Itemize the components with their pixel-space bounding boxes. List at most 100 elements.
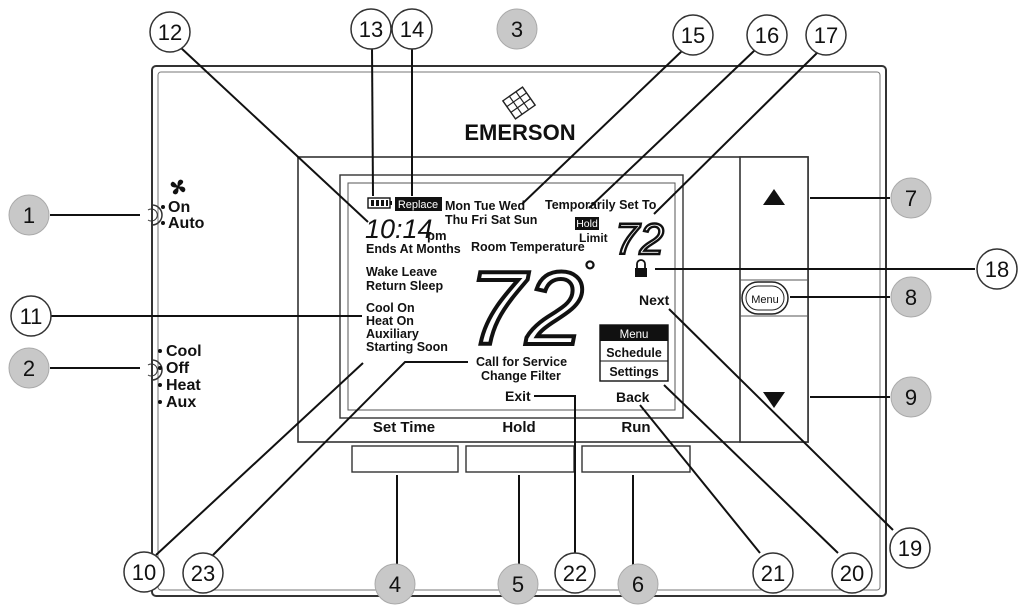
temporarily-set-to-label: Temporarily Set To xyxy=(545,198,657,212)
soft-button-row: Set Time Hold Run xyxy=(351,419,691,473)
battery-icon xyxy=(367,197,392,209)
callout-12: 12 xyxy=(149,11,191,53)
exit-label: Exit xyxy=(505,388,531,404)
svg-text:19: 19 xyxy=(898,536,922,561)
soft-button-label-run: Run xyxy=(621,419,650,436)
next-label: Next xyxy=(639,292,670,308)
svg-text:16: 16 xyxy=(755,23,779,48)
fan-switch[interactable]: On Auto xyxy=(147,179,205,232)
svg-text:17: 17 xyxy=(814,23,838,48)
svg-text:22: 22 xyxy=(563,561,587,586)
callout-18: 18 xyxy=(976,248,1018,290)
callout-21: 21 xyxy=(752,552,794,594)
svg-text:13: 13 xyxy=(359,17,383,42)
hold-button[interactable] xyxy=(465,445,575,473)
callout-16: 16 xyxy=(746,14,788,56)
clock-time: 10:14 xyxy=(365,214,433,244)
mode-option-off: Off xyxy=(166,360,190,377)
callout-4: 4 xyxy=(374,563,416,605)
menu-item-schedule: Schedule xyxy=(606,346,662,360)
status-auxiliary: Auxiliary xyxy=(366,327,419,341)
set-temperature-value: 72 xyxy=(615,215,664,264)
svg-text:18: 18 xyxy=(985,257,1009,282)
svg-text:5: 5 xyxy=(512,572,524,597)
brand-name: EMERSON xyxy=(464,120,575,145)
back-label: Back xyxy=(616,389,650,405)
svg-text:21: 21 xyxy=(761,561,785,586)
fan-option-on: On xyxy=(168,199,190,216)
up-arrow-button[interactable] xyxy=(763,189,785,205)
clock-am-pm: pm xyxy=(427,228,447,243)
down-arrow-button[interactable] xyxy=(763,392,785,408)
svg-text:8: 8 xyxy=(905,285,917,310)
soft-button-label-hold: Hold xyxy=(502,419,535,436)
change-filter-label: Change Filter xyxy=(481,369,561,383)
hold-badge xyxy=(575,217,599,230)
callout-15: 15 xyxy=(672,14,714,56)
status-cool-on: Cool On xyxy=(366,301,415,315)
set-time-button[interactable] xyxy=(351,445,459,473)
svg-text:9: 9 xyxy=(905,385,917,410)
callout-10: 10 xyxy=(123,551,165,593)
leader-lines xyxy=(50,46,975,568)
period-line-1: Wake Leave xyxy=(366,265,437,279)
svg-text:1: 1 xyxy=(23,203,35,228)
limit-label: Limit xyxy=(579,231,608,245)
lcd-contents: Replace Mon Tue Wed Thu Fri Sat Sun 10:1… xyxy=(365,197,670,405)
lcd-screen xyxy=(347,182,676,411)
status-heat-on: Heat On xyxy=(366,314,414,328)
svg-text:15: 15 xyxy=(681,23,705,48)
svg-text:11: 11 xyxy=(20,304,43,329)
svg-text:4: 4 xyxy=(389,572,401,597)
callout-markers: 1 2 3 4 5 6 7 8 9 10 11 12 13 14 15 16 1… xyxy=(8,8,1018,605)
fan-icon xyxy=(170,179,186,195)
soft-button-label-set-time: Set Time xyxy=(373,419,435,436)
callout-22: 22 xyxy=(554,552,596,594)
lock-icon xyxy=(635,259,647,277)
call-for-service-label: Call for Service xyxy=(476,355,567,369)
callout-13: 13 xyxy=(350,8,392,50)
mode-option-cool: Cool xyxy=(166,343,202,360)
menu-box-header xyxy=(600,325,668,341)
svg-text:7: 7 xyxy=(905,186,917,211)
svg-text:20: 20 xyxy=(840,561,864,586)
svg-text:6: 6 xyxy=(632,572,644,597)
callout-11: 11 xyxy=(10,295,52,337)
replace-badge xyxy=(395,197,442,211)
menu-button[interactable]: Menu xyxy=(741,281,789,315)
callout-8: 8 xyxy=(890,276,932,318)
replace-badge-text: Replace xyxy=(398,199,438,211)
mode-option-heat: Heat xyxy=(166,377,201,394)
fan-option-auto: Auto xyxy=(168,215,205,232)
svg-text:10: 10 xyxy=(132,560,156,585)
callout-7: 7 xyxy=(890,177,932,219)
days-line-2: Thu Fri Sat Sun xyxy=(445,213,537,227)
callout-1: 1 xyxy=(8,194,50,236)
svg-text:12: 12 xyxy=(158,20,182,45)
callout-3: 3 xyxy=(496,8,538,50)
callout-9: 9 xyxy=(890,376,932,418)
hold-badge-text: Hold xyxy=(576,218,598,230)
room-temperature-value: 72 xyxy=(468,251,584,367)
period-line-2: Return Sleep xyxy=(366,279,443,293)
menu-button-label: Menu xyxy=(751,294,779,306)
svg-text:3: 3 xyxy=(511,17,523,42)
callout-23: 23 xyxy=(182,552,224,594)
run-button[interactable] xyxy=(581,445,691,473)
svg-text:2: 2 xyxy=(23,356,35,381)
callout-20: 20 xyxy=(831,552,873,594)
mode-switch[interactable]: Cool Off Heat Aux xyxy=(147,343,202,411)
mode-option-aux: Aux xyxy=(166,394,196,411)
emerson-logo: EMERSON xyxy=(464,86,576,145)
days-line-1: Mon Tue Wed xyxy=(445,199,525,213)
callout-5: 5 xyxy=(497,563,539,605)
callout-14: 14 xyxy=(391,8,433,50)
ends-at-months-label: Ends At Months xyxy=(366,242,461,256)
status-starting-soon: Starting Soon xyxy=(366,340,448,354)
room-temperature-label: Room Temperature xyxy=(471,240,585,254)
svg-text:14: 14 xyxy=(400,17,424,42)
svg-text:23: 23 xyxy=(191,561,215,586)
lcd-frame xyxy=(339,174,684,419)
